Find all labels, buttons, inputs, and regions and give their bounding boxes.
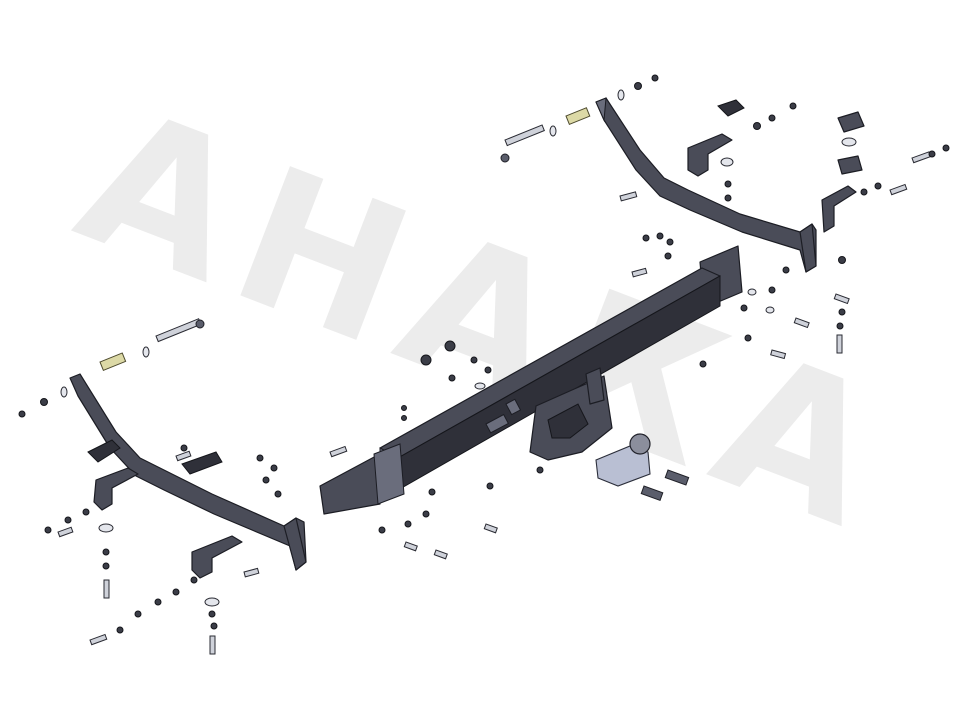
right-lower-hardware xyxy=(631,232,850,360)
main-crossbar xyxy=(319,245,743,515)
right-side-arm xyxy=(595,97,817,273)
left-brackets xyxy=(87,439,282,607)
left-upper-bolt-set xyxy=(18,318,205,418)
center-hardware xyxy=(329,340,707,560)
right-brackets xyxy=(687,99,865,233)
right-outer-bolts xyxy=(619,144,950,274)
left-lower-hardware xyxy=(44,508,218,655)
right-upper-bolt-set xyxy=(500,74,659,163)
towball-assembly xyxy=(595,433,690,501)
